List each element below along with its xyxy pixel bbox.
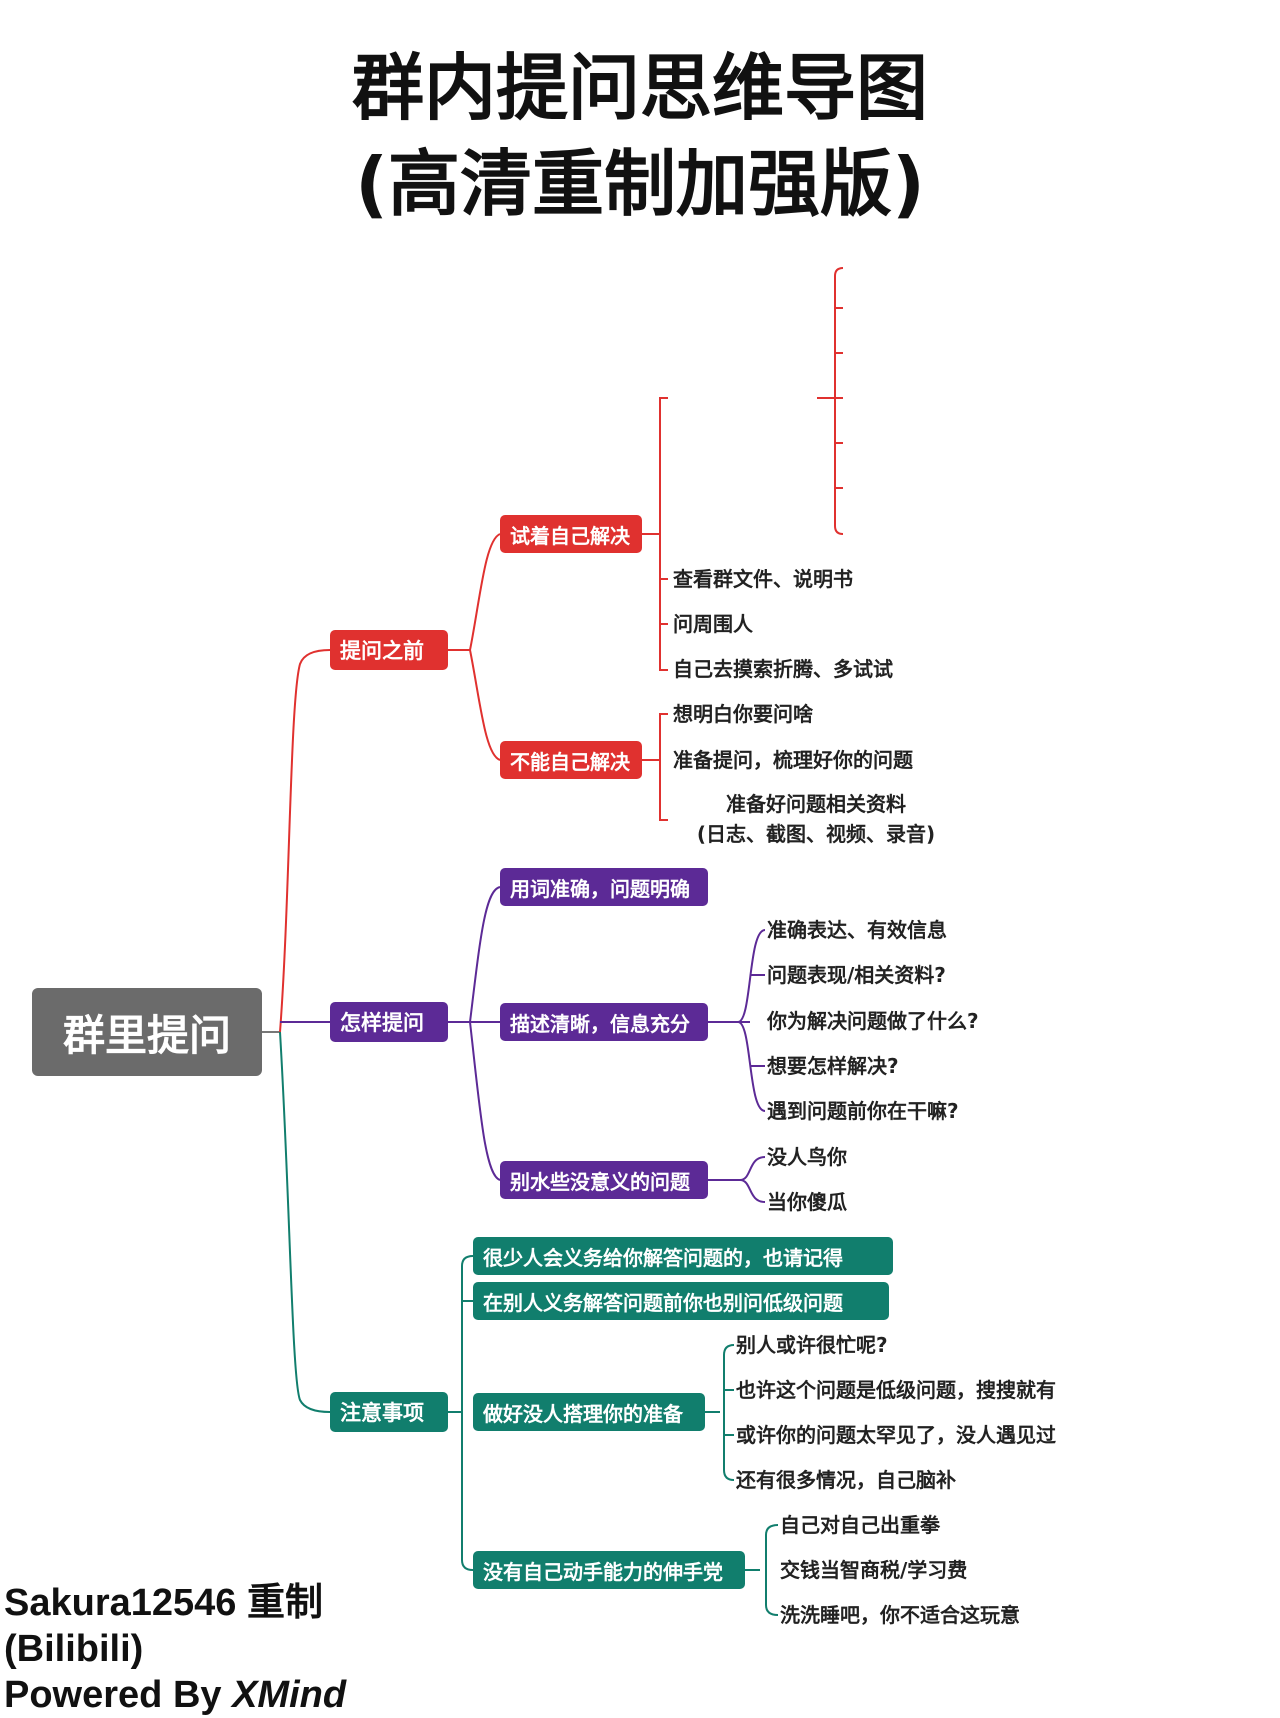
- leaf-accurate-expression: 准确表达、有效信息: [767, 918, 947, 942]
- wire-how-wording: [469, 886, 501, 1023]
- node-accurate-wording: 用词准确，问题明确: [500, 868, 708, 906]
- node-note-no-low-level: 在别人义务解答问题前你也别问低级问题: [473, 1282, 889, 1320]
- wire-describe-bracket: [737, 929, 766, 1112]
- wire-freeloader-bracket: [765, 1524, 779, 1616]
- node-cannot-solve: 不能自己解决: [500, 741, 642, 779]
- node-how-to-ask: 怎样提问: [330, 1002, 448, 1042]
- leaf-context-before: 遇到问题前你在干嘛?: [767, 1099, 959, 1123]
- node-try-solve-yourself: 试着自己解决: [500, 515, 642, 553]
- wire-root-before: [279, 649, 331, 1033]
- credit-block: Sakura12546 重制 (Bilibili) Powered By XMi…: [4, 1580, 346, 1718]
- credit-platform: (Bilibili): [4, 1628, 144, 1670]
- wire-search-bracket: [834, 267, 844, 535]
- wire-before-solve: [448, 533, 501, 651]
- leaf-problem-symptoms: 问题表现/相关资料?: [767, 963, 946, 987]
- credit-brand: XMind: [232, 1674, 347, 1716]
- page-title-line2: (高清重制加强版): [355, 142, 925, 226]
- leaf-other-situations: 还有很多情况，自己脑补: [736, 1468, 956, 1492]
- leaf-desired-solution: 想要怎样解决?: [767, 1054, 899, 1078]
- wire-meaningless-bracket: [739, 1156, 766, 1203]
- leaf-try-yourself: 自己去摸索折腾、多试试: [673, 657, 893, 681]
- wire-notes-bracket: [461, 1255, 474, 1571]
- page-title-line1: 群内提问思维导图: [351, 46, 928, 130]
- leaf-go-sleep: 洗洗睡吧，你不适合这玩意: [780, 1603, 1020, 1627]
- node-notes: 注意事项: [330, 1392, 448, 1432]
- node-note-no-obligation: 很少人会义务给你解答问题的，也请记得: [473, 1237, 893, 1275]
- leaf-prepare-materials: 准备好问题相关资料 (日志、截图、视频、录音): [673, 789, 959, 849]
- wire-solve-bracket: [659, 397, 668, 671]
- wire-root-notes: [279, 1031, 331, 1413]
- wire-how-meaningless: [469, 1021, 501, 1181]
- leaf-rare-question: 或许你的问题太罕见了，没人遇见过: [736, 1423, 1056, 1447]
- credit-powered-by: Powered By XMind: [4, 1672, 346, 1718]
- credit-powered-prefix: Powered By: [4, 1674, 233, 1716]
- credit-author: Sakura12546 重制: [4, 1582, 323, 1624]
- leaf-what-you-tried: 你为解决问题做了什么?: [767, 1009, 979, 1033]
- leaf-low-level-question: 也许这个问题是低级问题，搜搜就有: [736, 1378, 1056, 1402]
- leaf-prepare-materials-line2: (日志、截图、视频、录音): [696, 822, 936, 846]
- leaf-punch-yourself: 自己对自己出重拳: [780, 1513, 940, 1537]
- leaf-others-busy: 别人或许很忙呢?: [736, 1333, 888, 1357]
- leaf-know-what-to-ask: 想明白你要问啥: [673, 702, 813, 726]
- wire-prepare-bracket: [723, 1344, 735, 1481]
- leaf-ask-people-nearby: 问周围人: [673, 612, 753, 636]
- leaf-pay-tuition: 交钱当智商税/学习费: [780, 1558, 968, 1582]
- root-node: 群里提问: [32, 988, 262, 1076]
- leaf-group-files: 查看群文件、说明书: [673, 567, 853, 591]
- node-freeloader: 没有自己动手能力的伸手党: [473, 1551, 745, 1589]
- leaf-treated-as-fool: 当你傻瓜: [767, 1190, 847, 1214]
- leaf-prepare-question: 准备提问，梳理好你的问题: [673, 748, 913, 772]
- wire-cannot-bracket: [659, 713, 668, 821]
- wire-before-cannot: [469, 649, 501, 761]
- leaf-nobody-cares: 没人鸟你: [767, 1145, 847, 1169]
- node-no-meaningless-questions: 别水些没意义的问题: [500, 1161, 708, 1199]
- node-clear-description: 描述清晰，信息充分: [500, 1003, 708, 1041]
- node-before-asking: 提问之前: [330, 630, 448, 670]
- node-prepare-no-reply: 做好没人搭理你的准备: [473, 1393, 705, 1431]
- leaf-prepare-materials-line1: 准备好问题相关资料: [726, 792, 906, 816]
